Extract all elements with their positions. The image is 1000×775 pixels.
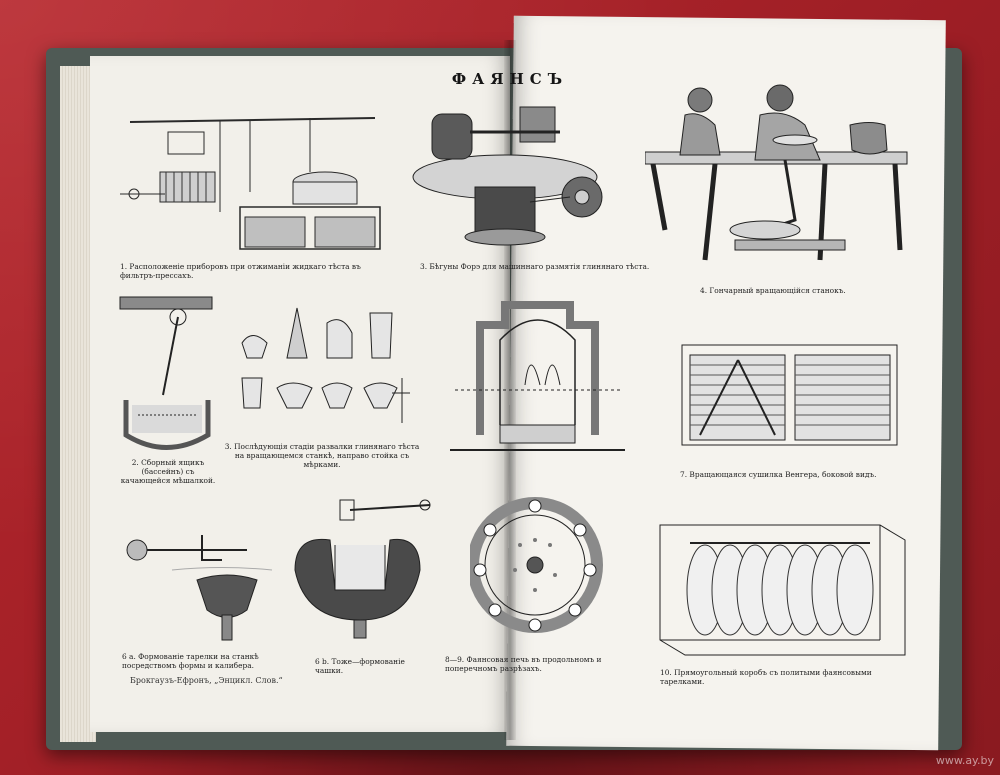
figure-clay-stages xyxy=(232,298,412,438)
watermark: www.ay.by xyxy=(935,754,994,767)
caption-fig2: 2. Сборный ящикъ (бассейнъ) съ качающейс… xyxy=(120,458,216,485)
figure-plate-forming xyxy=(122,520,277,650)
caption-fig10: 10. Прямоугольный коробъ съ политыми фая… xyxy=(660,668,872,686)
figure-wenger-dryer xyxy=(680,340,900,450)
caption-fig1: 1. Расположеніе приборовъ при отжиманіи … xyxy=(120,262,361,280)
page-title: ФАЯНСЪ xyxy=(451,70,569,88)
figure-potters-wheel xyxy=(645,80,910,270)
figure-kiln-cross-section xyxy=(470,490,605,640)
caption-fig3b: 3. Послѣдующія стадіи развалки глинянаго… xyxy=(224,442,420,469)
publisher-line: Брокгаузъ-Ефронъ, „Энцикл. Слов.“ xyxy=(130,676,283,685)
figure-collection-box xyxy=(118,295,218,455)
caption-fig7: 7. Вращающаяся сушилка Венгера, боковой … xyxy=(680,470,877,479)
figure-kiln-longitudinal xyxy=(450,285,625,460)
figure-edge-runners xyxy=(410,102,615,252)
caption-fig6a: 6 а. Формованіе тарелки на станкѣ посред… xyxy=(122,652,259,670)
caption-fig6b: 6 b. Тоже—формованіе чашки. xyxy=(315,657,405,675)
figure-cup-forming xyxy=(290,490,440,645)
figure-filter-press xyxy=(120,112,382,260)
caption-fig3a: 3. Бѣгуны Форэ для машиннаго размятія гл… xyxy=(420,262,650,271)
caption-fig89: 8—9. Фаянсовая печь въ продольномъ и поп… xyxy=(445,655,602,673)
caption-fig4: 4. Гончарный вращающійся станокъ. xyxy=(700,286,846,295)
figure-saggar-plates xyxy=(655,515,910,660)
